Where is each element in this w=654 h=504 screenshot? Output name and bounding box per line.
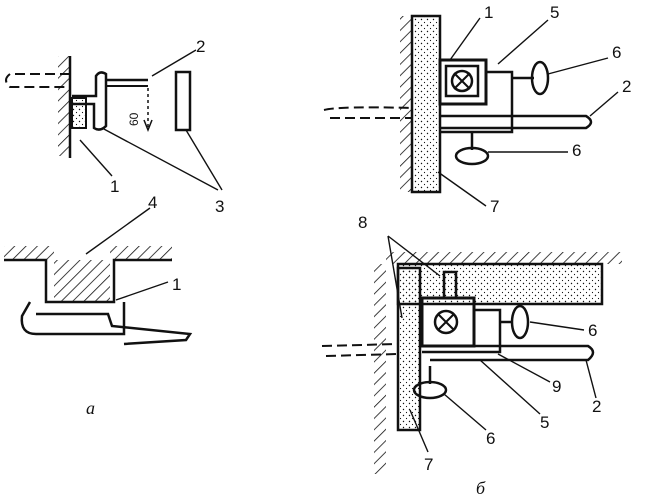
leader-1b <box>115 281 169 301</box>
label-a-dimension: 60 <box>127 112 141 126</box>
wall-hatch <box>58 56 70 156</box>
label-a-1b: 1 <box>172 275 181 294</box>
thumb-nut-6-bottom <box>454 146 490 166</box>
label-a-1: 1 <box>110 177 119 196</box>
wall-panel-7 <box>410 14 442 194</box>
wall-panel-7c <box>396 266 422 432</box>
label-c-2: 2 <box>592 397 601 416</box>
clamp-frame-c <box>422 308 502 354</box>
figure-a-top <box>5 49 223 191</box>
leader-b1 <box>449 17 481 61</box>
label-c-7: 7 <box>424 455 433 474</box>
leader-b5 <box>497 19 549 65</box>
figure-c <box>321 235 622 474</box>
dashed-rod-c <box>321 343 399 357</box>
clamp-screw <box>450 69 474 93</box>
label-b-2: 2 <box>622 77 631 96</box>
thumb-nut-6-top <box>530 60 550 96</box>
leader-c8a <box>387 235 441 277</box>
thumb-nut-6-c-top <box>510 304 530 340</box>
leader-c7 <box>409 409 429 453</box>
leader-b2 <box>589 91 619 117</box>
leader-c5 <box>479 359 541 415</box>
leader-b6a <box>547 57 609 75</box>
leader-c6a <box>529 321 585 331</box>
leader-3a <box>101 127 219 191</box>
figure-a-bottom <box>4 207 193 346</box>
label-c-8: 8 <box>358 213 367 232</box>
figure-b <box>323 14 619 207</box>
clamp-face <box>444 64 480 98</box>
leader-b7 <box>437 171 487 207</box>
caption-b: б <box>476 478 486 498</box>
dimension-arrowhead <box>143 119 153 133</box>
thumb-nut-6-c-bottom <box>412 380 448 400</box>
ceiling-hatch-c <box>386 252 622 264</box>
label-a-3: 3 <box>215 197 224 216</box>
clamp-frame <box>440 70 514 134</box>
bracket-1 <box>72 71 108 131</box>
clamp-block <box>71 97 87 129</box>
leader-c9 <box>497 353 551 383</box>
leader-c2 <box>585 359 597 399</box>
label-c-9: 9 <box>552 377 561 396</box>
clamp-screw-c <box>433 309 459 335</box>
dashed-rod-extension <box>5 73 70 88</box>
screw-slot-c2 <box>437 313 455 331</box>
bar-3 <box>174 70 192 132</box>
ceiling-hatch-right <box>110 246 172 260</box>
label-a-4: 4 <box>148 193 157 212</box>
rod-2-c <box>430 344 595 362</box>
rod-2-b <box>440 114 593 130</box>
ceiling-hatch-left <box>4 246 54 260</box>
labels: 2 1 3 4 1 60 1 5 6 2 6 7 8 6 9 2 5 6 7 а… <box>86 3 631 498</box>
leader-1 <box>79 139 113 177</box>
caption-a: а <box>86 398 95 418</box>
leader-3b <box>185 129 223 191</box>
label-b-7: 7 <box>490 197 499 216</box>
leader-c8b <box>387 235 403 319</box>
wall-hatch-b <box>400 16 412 192</box>
label-c-5: 5 <box>540 413 549 432</box>
label-b-1: 1 <box>484 3 493 22</box>
screw-slot-b <box>453 72 471 90</box>
clamp-outline <box>20 301 126 336</box>
label-b-5: 5 <box>550 3 559 22</box>
rod-bottom <box>36 312 193 346</box>
leader-c6b <box>443 393 487 431</box>
label-c-6b: 6 <box>486 429 495 448</box>
leader-2 <box>151 49 197 77</box>
label-b-6a: 6 <box>612 43 621 62</box>
wall-hatch-c <box>374 264 386 474</box>
label-a-2: 2 <box>196 37 205 56</box>
label-c-6a: 6 <box>588 321 597 340</box>
clamp-body-5 <box>438 58 488 106</box>
beam-4-hatch <box>54 260 110 302</box>
leader-4 <box>85 207 151 255</box>
beam-4-outline <box>4 258 172 304</box>
label-b-6b: 6 <box>572 141 581 160</box>
dashed-rod-b <box>323 106 413 119</box>
